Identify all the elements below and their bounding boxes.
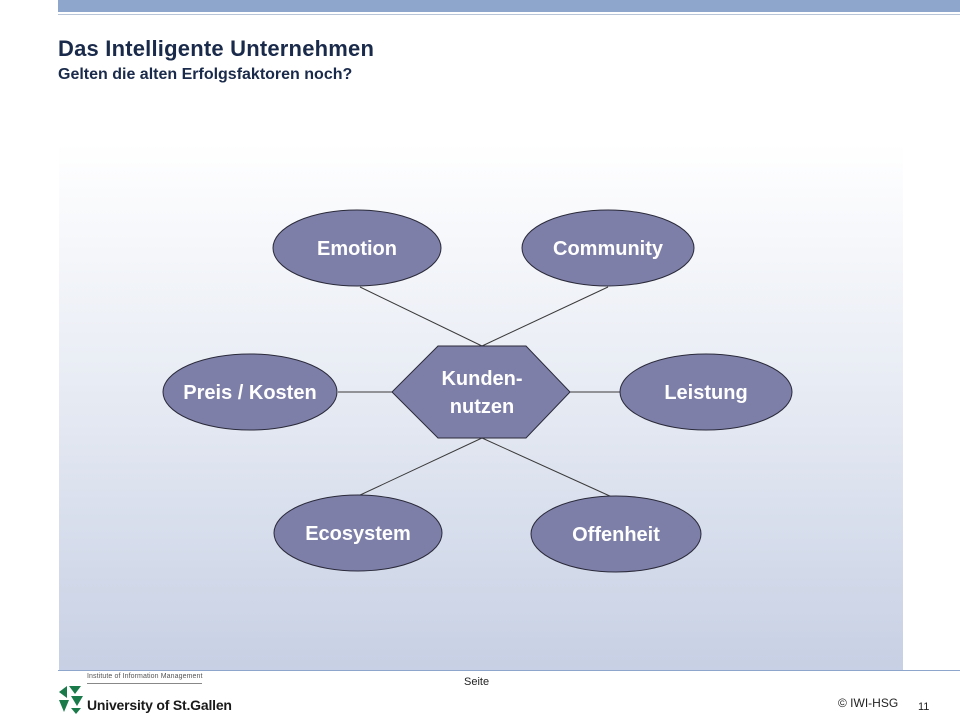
node-community: Community	[521, 209, 695, 287]
footer-page-label: Seite	[464, 676, 490, 688]
connector-community	[481, 286, 609, 347]
node-preis-kosten-shape	[162, 353, 338, 431]
node-community-shape	[521, 209, 695, 287]
node-ecosystem-label: Ecosystem	[305, 523, 411, 545]
node-leistung: Leistung	[619, 353, 793, 431]
connector-offenheit	[481, 437, 613, 498]
node-community-label: Community	[553, 238, 664, 260]
institute-name: Institute of Information Management	[87, 673, 203, 680]
node-offenheit-shape	[530, 495, 702, 573]
connector-lines	[338, 286, 622, 498]
node-kundennutzen: Kunden- nutzen	[391, 345, 571, 439]
node-offenheit-label: Offenheit	[572, 524, 660, 546]
node-offenheit: Offenheit	[530, 495, 702, 573]
footer-page-number: 11	[918, 701, 930, 713]
node-emotion-label: Emotion	[317, 238, 397, 260]
footer-rule	[58, 670, 960, 671]
node-leistung-shape	[619, 353, 793, 431]
header-accent-bar	[58, 0, 960, 12]
slide-subtitle: Gelten die alten Erfolgsfaktoren noch?	[58, 66, 353, 83]
node-preis-kosten: Preis / Kosten	[162, 353, 338, 431]
node-emotion: Emotion	[272, 209, 442, 287]
center-label-line-2: nutzen	[450, 396, 514, 418]
university-name: University of St.Gallen	[87, 697, 232, 713]
node-ecosystem: Ecosystem	[273, 494, 443, 572]
header-rule	[58, 14, 960, 15]
university-logo-icon	[59, 686, 83, 714]
footer-copyright: © IWI-HSG	[838, 696, 899, 710]
institute-divider	[87, 683, 202, 684]
center-hexagon	[391, 345, 571, 439]
connector-emotion	[359, 286, 483, 347]
node-leistung-label: Leistung	[664, 382, 747, 404]
connector-ecosystem	[357, 437, 483, 497]
center-label-line-1: Kunden-	[441, 368, 522, 390]
node-ecosystem-shape	[273, 494, 443, 572]
node-emotion-shape	[272, 209, 442, 287]
slide-title: Das Intelligente Unternehmen	[58, 36, 375, 61]
node-preis-kosten-label: Preis / Kosten	[183, 382, 316, 404]
